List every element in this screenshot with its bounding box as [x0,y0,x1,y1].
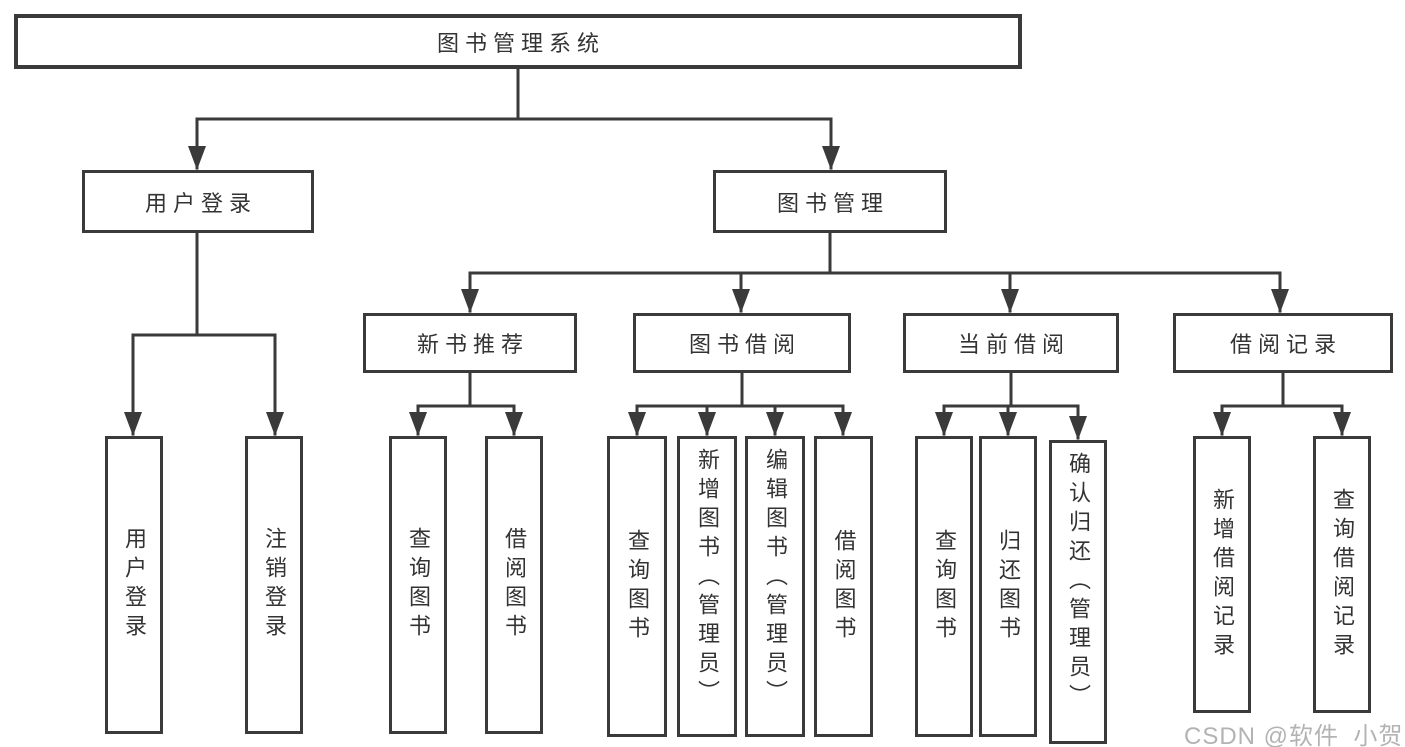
leaf-borrow-books-label: 借阅图书 [502,527,527,643]
node-book-management: 图书管理 [713,170,947,233]
node-user-login: 用户登录 [82,170,314,233]
node-library-management-system-label: 图书管理系统 [436,30,605,56]
leaf-query-books-label: 查询图书 [932,528,957,645]
leaf-query-books-label: 查询图书 [625,528,650,645]
node-current-borrowing: 当前借阅 [903,313,1119,373]
leaf-return-books: 归还图书 [979,436,1037,737]
leaf-return-books-label: 归还图书 [996,528,1021,645]
leaf-query-books: 查询图书 [915,436,973,737]
node-new-book-recommendation: 新书推荐 [363,313,577,373]
leaf-borrow-books-label: 借阅图书 [831,528,857,645]
leaf-add-borrow-record: 新增借阅记录 [1193,436,1251,713]
node-borrowing-records-label: 借阅记录 [1229,332,1342,357]
leaf-add-borrow-record-label: 新增借阅记录 [1210,487,1235,662]
leaf-query-books-label: 查询图书 [406,527,431,643]
leaf-borrow-books: 借阅图书 [485,436,543,734]
node-current-borrowing-label: 当前借阅 [957,332,1070,357]
node-borrowing-records: 借阅记录 [1173,313,1393,373]
node-library-management-system: 图书管理系统 [14,14,1022,69]
node-new-book-recommendation-label: 新书推荐 [416,332,529,357]
leaf-user-login: 用户登录 [105,436,163,734]
node-book-borrowing: 图书借阅 [633,313,851,373]
leaf-query-borrow-record-label: 查询借阅记录 [1330,487,1355,662]
leaf-logout: 注销登录 [245,436,303,734]
leaf-add-book-admin: 新增图书（管理员） [677,436,737,737]
leaf-query-borrow-record: 查询借阅记录 [1313,436,1371,713]
leaf-query-books: 查询图书 [607,436,667,737]
leaf-confirm-return-admin-label: 确认归还（管理员） [1066,452,1091,713]
leaf-confirm-return-admin: 确认归还（管理员） [1049,440,1107,744]
leaf-borrow-books: 借阅图书 [814,436,873,737]
node-book-management-label: 图书管理 [776,190,889,216]
leaf-user-login-label: 用户登录 [122,527,147,643]
leaf-logout-label: 注销登录 [262,527,287,643]
leaf-add-book-admin-label: 新增图书（管理员） [695,448,720,709]
node-book-borrowing-label: 图书借阅 [688,332,801,357]
leaf-edit-book-admin: 编辑图书（管理员） [745,436,805,737]
leaf-edit-book-admin-label: 编辑图书（管理员） [763,448,788,709]
leaf-query-books: 查询图书 [389,436,447,734]
csdn-watermark: CSDN @软件_小贺同学 [1184,723,1405,747]
node-user-login-label: 用户登录 [144,190,257,216]
